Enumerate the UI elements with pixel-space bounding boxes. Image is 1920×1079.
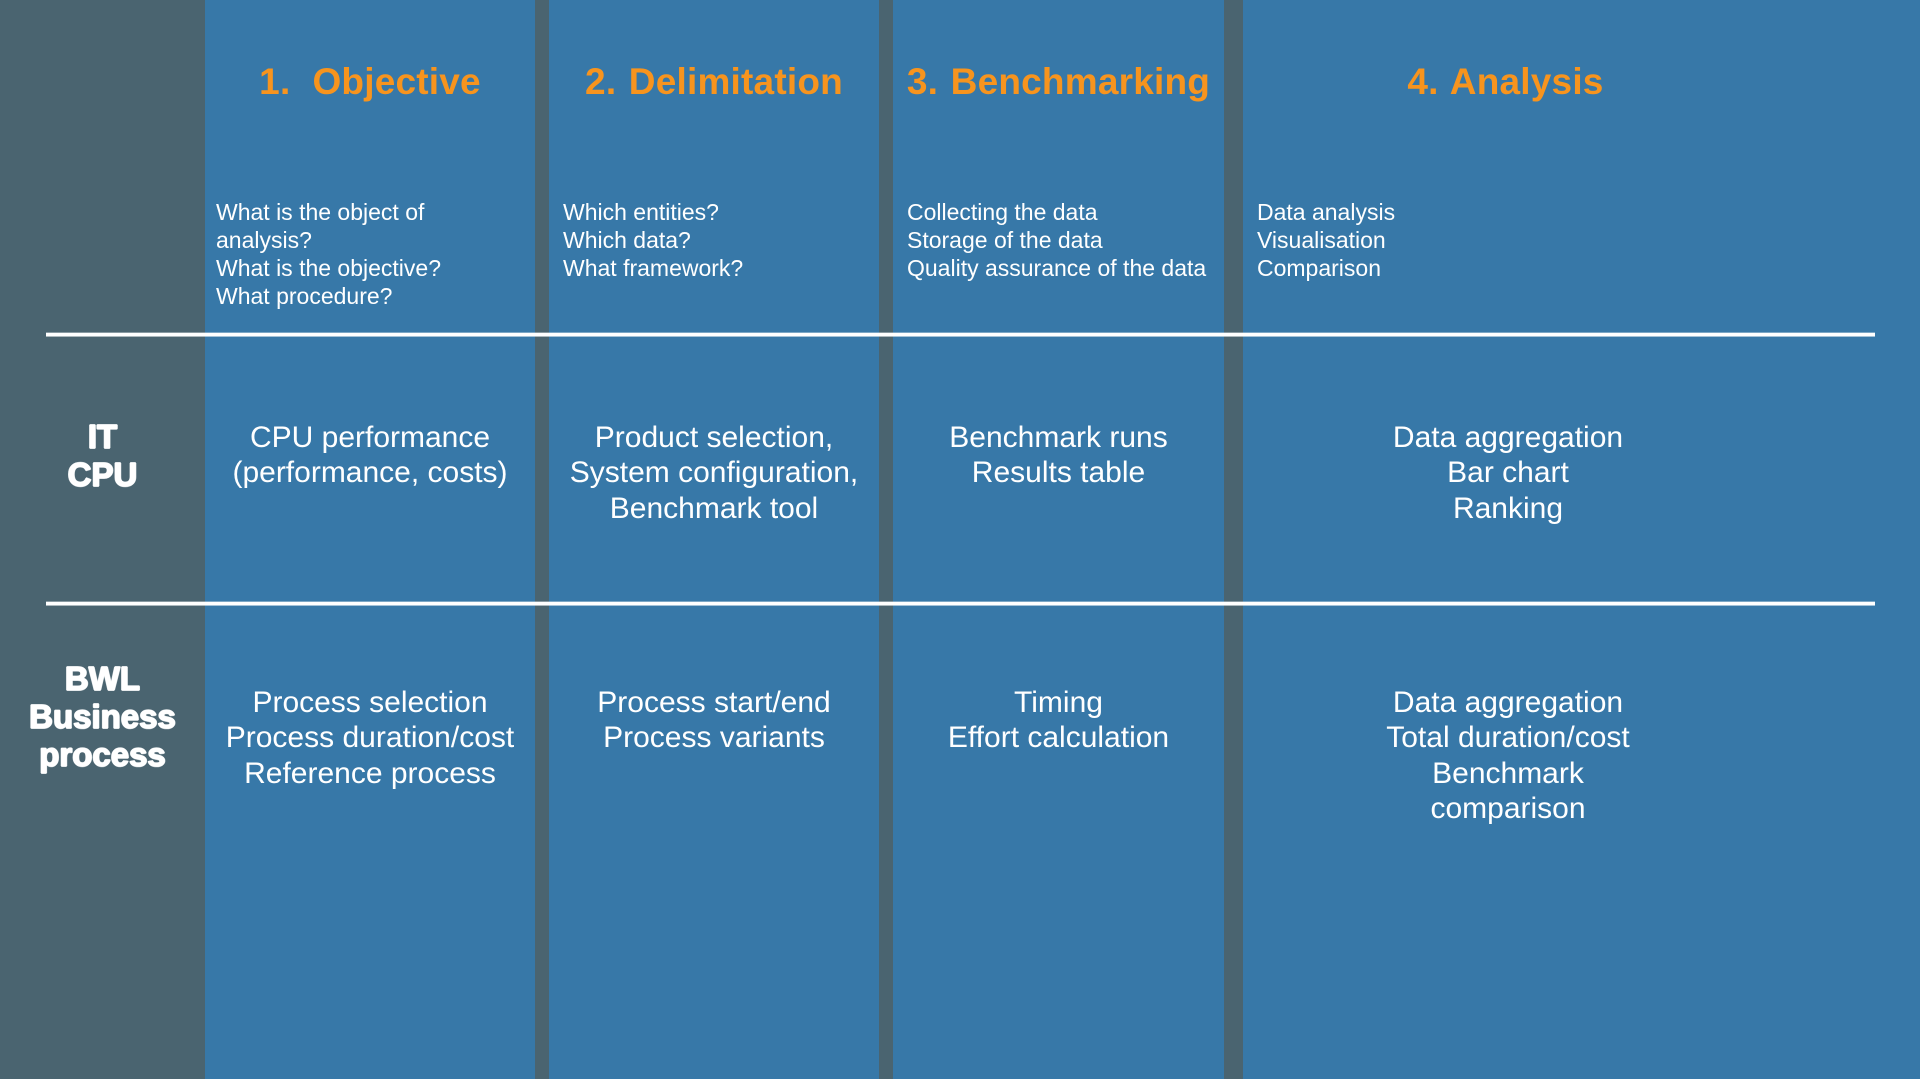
row-label-bwl-business-process: BWL Business process [29, 659, 177, 773]
column-header-analysis: 4. Analysis [1243, 61, 1768, 103]
row-label-it-cpu: IT CPU [67, 417, 138, 493]
cell-it-delimitation: Product selection, System configuration,… [569, 421, 859, 525]
cell-it-analysis: Data aggregation Bar chart Ranking [1392, 421, 1624, 525]
column-band-benchmarking [893, 0, 1224, 1079]
column-number-3: 3. [906, 61, 939, 102]
question-list-delimitation: Which entities? Which data? What framewo… [563, 199, 744, 282]
divider-rule-top [46, 333, 1875, 336]
column-number-2: 2. [585, 61, 617, 102]
column-header-delimitation: 2. Delimitation [549, 61, 879, 103]
column-header-objective: 1. Objective [205, 61, 535, 103]
column-title-4: Analysis [1449, 61, 1604, 102]
column-title-1: Objective [312, 61, 481, 102]
column-band-delimitation [549, 0, 879, 1079]
column-number-1: 1. [259, 61, 291, 102]
question-list-benchmarking: Collecting the data Storage of the data … [907, 199, 1207, 282]
column-title-2: Delimitation [628, 61, 843, 102]
cell-it-objective: CPU performance (performance, costs) [232, 421, 508, 490]
cell-bwl-objective: Process selection Process duration/cost … [225, 686, 515, 790]
column-number-4: 4. [1407, 61, 1439, 102]
cell-it-benchmarking: Benchmark runs Results table [949, 421, 1168, 490]
cell-bwl-benchmarking: Timing Effort calculation [947, 686, 1170, 755]
question-list-analysis: Data analysis Visualisation Comparison [1257, 199, 1396, 282]
question-list-objective: What is the object of analysis? What is … [216, 199, 442, 310]
cell-bwl-delimitation: Process start/end Process variants [597, 686, 831, 755]
column-title-3: Benchmarking [950, 61, 1211, 102]
column-band-analysis [1243, 0, 1920, 1079]
divider-rule-bottom [46, 602, 1875, 605]
column-header-benchmarking: 3. Benchmarking [893, 61, 1224, 103]
column-band-objective [205, 0, 535, 1079]
cell-bwl-analysis: Data aggregation Total duration/cost Ben… [1386, 686, 1630, 826]
